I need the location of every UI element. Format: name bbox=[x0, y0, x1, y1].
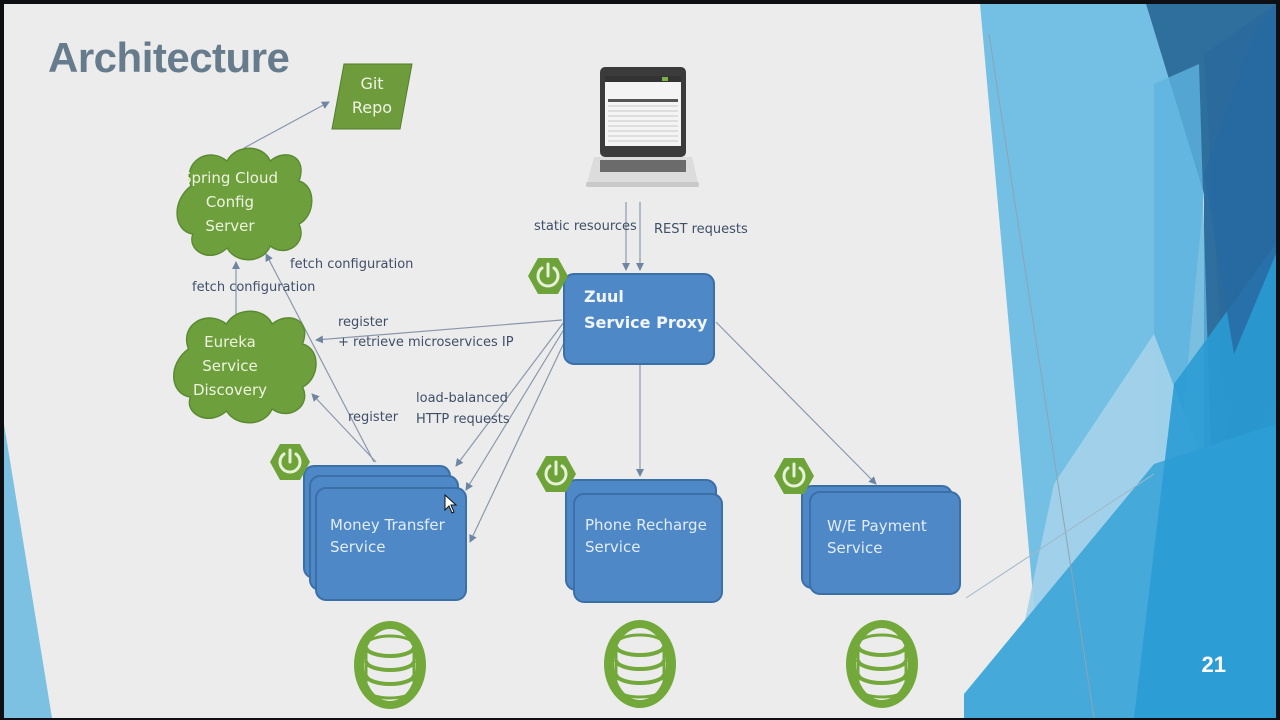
background-decoration bbox=[4, 4, 1276, 718]
edge-config-to-git bbox=[243, 101, 330, 149]
edge-load-balanced-1 bbox=[455, 321, 565, 467]
money-transfer-line2: Service bbox=[330, 538, 386, 556]
config-server-line3: Server bbox=[205, 217, 255, 235]
money-transfer-line1: Money Transfer bbox=[330, 516, 445, 534]
git-repo-line1: Git bbox=[360, 74, 384, 93]
git-repo-node bbox=[331, 63, 413, 130]
edge-label-fetch-configuration: fetch configuration bbox=[192, 280, 316, 295]
edge-label-register: register bbox=[338, 315, 389, 330]
edge-label-rest-requests: REST requests bbox=[654, 222, 748, 237]
eureka-line3: Discovery bbox=[192, 381, 268, 399]
config-server-line2: Config bbox=[205, 193, 255, 211]
laptop-icon bbox=[586, 67, 699, 187]
config-server-label: Spring Cloud Config Server bbox=[170, 166, 290, 238]
slide-title: Architecture bbox=[48, 34, 290, 81]
we-payment-line2: Service bbox=[827, 539, 883, 557]
git-repo-line2: Repo bbox=[351, 98, 393, 117]
edge-zuul-register-eureka bbox=[315, 319, 563, 344]
mouse-cursor-icon bbox=[444, 494, 458, 514]
phone-recharge-line2: Service bbox=[585, 538, 641, 556]
zuul-line2: Service Proxy bbox=[584, 313, 708, 332]
database-icon bbox=[602, 618, 678, 710]
edge-label-register: register bbox=[348, 410, 399, 425]
slide: Architecture bbox=[4, 4, 1276, 718]
database-icon bbox=[844, 618, 920, 710]
bg-line bbox=[965, 473, 1155, 599]
bg-line bbox=[988, 33, 1095, 718]
edge-label-retrieve-ip: + retrieve microservices IP bbox=[338, 335, 514, 350]
edge-label-fetch-configuration: fetch configuration bbox=[290, 257, 414, 272]
eureka-label: Eureka Service Discovery bbox=[170, 330, 290, 402]
bg-facet-left bbox=[4, 424, 52, 718]
eureka-line2: Service bbox=[202, 357, 258, 375]
edge-label-static-resources: static resources bbox=[534, 219, 637, 234]
money-transfer-node bbox=[303, 465, 467, 601]
we-payment-node bbox=[801, 485, 961, 595]
edges bbox=[232, 101, 877, 543]
edge-load-balanced-3 bbox=[469, 329, 571, 543]
git-repo-label: Git Repo bbox=[344, 72, 400, 120]
edge-service-fetch-config bbox=[265, 253, 375, 463]
edge-service-register-eureka bbox=[311, 393, 377, 463]
edge-label-load-balanced: load-balanced bbox=[416, 391, 508, 406]
edge-label-http-requests: HTTP requests bbox=[416, 412, 510, 427]
zuul-line1: Zuul bbox=[584, 287, 624, 306]
bg-facet bbox=[1204, 4, 1276, 354]
phone-recharge-node bbox=[565, 479, 723, 603]
database-icon bbox=[352, 619, 428, 711]
we-payment-line1: W/E Payment bbox=[827, 517, 927, 535]
slide-number: 21 bbox=[1201, 652, 1226, 677]
eureka-line1: Eureka bbox=[204, 333, 256, 351]
architecture-diagram bbox=[172, 63, 961, 711]
config-server-line1: Spring Cloud bbox=[181, 169, 279, 187]
zuul-node bbox=[563, 273, 715, 365]
we-payment-label: W/E Payment Service bbox=[827, 515, 927, 559]
spring-boot-power-icon bbox=[526, 256, 570, 296]
phone-recharge-label: Phone Recharge Service bbox=[585, 514, 707, 558]
phone-recharge-line1: Phone Recharge bbox=[585, 516, 707, 534]
edge-zuul-we-payment bbox=[715, 321, 877, 485]
edge-load-balanced-2 bbox=[465, 325, 567, 491]
zuul-label: Zuul Service Proxy bbox=[584, 284, 707, 336]
money-transfer-label: Money Transfer Service bbox=[330, 514, 445, 558]
bg-facet bbox=[1134, 244, 1276, 718]
